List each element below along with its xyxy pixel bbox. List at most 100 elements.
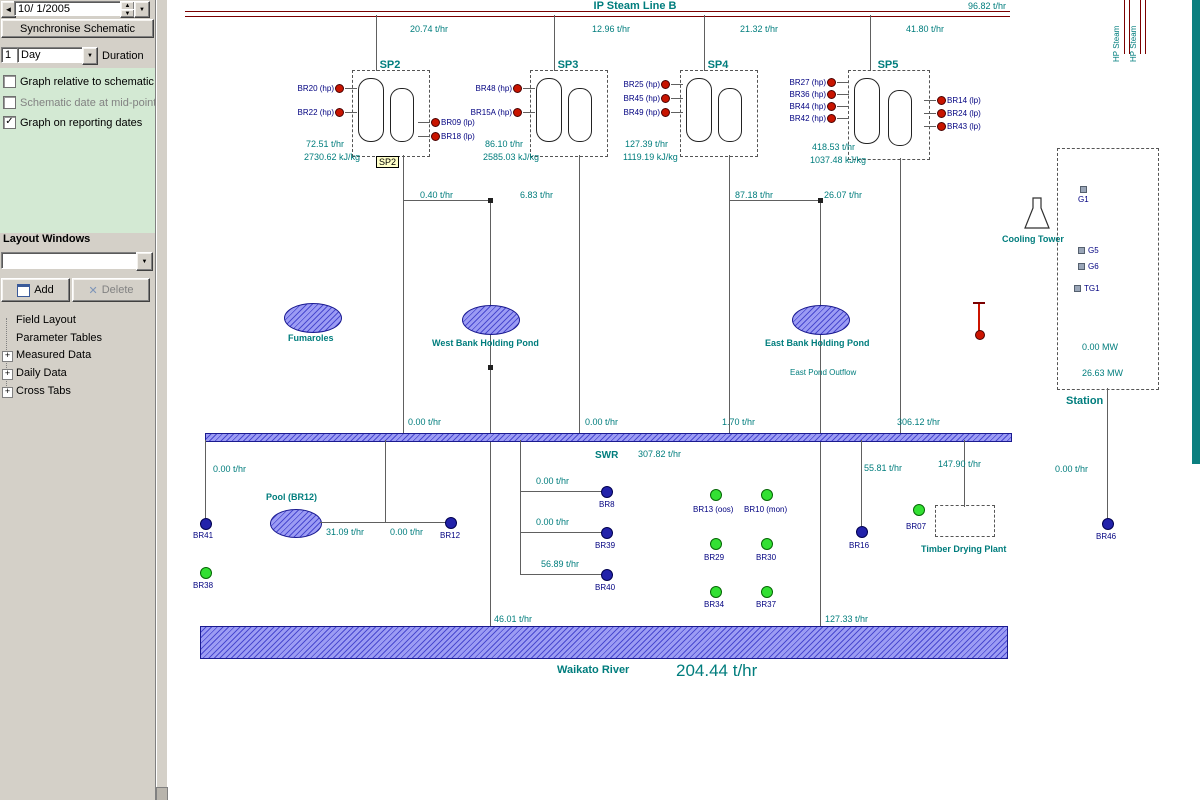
well-br39[interactable] xyxy=(601,527,613,539)
duration-unit-select[interactable]: Day xyxy=(17,47,89,63)
well-br37[interactable] xyxy=(761,586,773,598)
well-br30[interactable] xyxy=(761,538,773,550)
tree-item-cross-tabs[interactable]: Cross Tabs xyxy=(16,385,71,397)
bore-br44[interactable]: BR44 (hp) xyxy=(780,102,849,111)
west-pond[interactable] xyxy=(462,305,520,335)
synchronise-schematic-button[interactable]: Synchronise Schematic xyxy=(1,19,154,38)
tree-expand-measured-data[interactable]: + xyxy=(2,351,13,362)
tree-expand-cross-tabs[interactable]: + xyxy=(2,387,13,398)
tree-item-daily-data[interactable]: Daily Data xyxy=(16,367,67,379)
station-box[interactable] xyxy=(1057,148,1159,390)
date-spin-down[interactable]: ▼ xyxy=(120,9,135,18)
fumaroles-pond[interactable] xyxy=(284,303,342,333)
well-br29[interactable] xyxy=(710,538,722,550)
tree-item-measured-data[interactable]: Measured Data xyxy=(16,349,92,361)
bore-label: BR45 (hp) xyxy=(623,94,660,103)
bore-line xyxy=(837,82,849,83)
bore-dot-icon xyxy=(937,122,946,131)
bore-br36[interactable]: BR36 (hp) xyxy=(780,90,849,99)
separator-sp3[interactable] xyxy=(530,70,608,157)
separator-sp4[interactable] xyxy=(680,70,758,157)
thermometer-stem xyxy=(978,304,980,332)
panel-splitter[interactable] xyxy=(155,0,167,800)
generator-tg1[interactable]: TG1 xyxy=(1074,284,1100,293)
bore-label: BR44 (hp) xyxy=(789,102,826,111)
pipe-line xyxy=(729,155,730,434)
well-br8[interactable] xyxy=(601,486,613,498)
well-br41[interactable] xyxy=(200,518,212,530)
checkbox-graph-relative[interactable]: Graph relative to schematic xyxy=(3,75,154,88)
hp-steam-line-1 xyxy=(1124,0,1130,54)
generator-g1[interactable]: G1 xyxy=(1078,186,1089,204)
well-br16[interactable] xyxy=(856,526,868,538)
bore-br24[interactable]: BR24 (lp) xyxy=(924,109,981,118)
pipe-line xyxy=(964,440,965,507)
cooling-tower-icon[interactable] xyxy=(1022,196,1052,232)
bore-dot-icon xyxy=(431,132,440,141)
bore-br22[interactable]: BR22 (hp) xyxy=(288,108,357,117)
duration-unit-dropdown-button[interactable]: ▼ xyxy=(82,47,98,65)
flow-label: 0.00 t/hr xyxy=(408,417,442,427)
bore-br18[interactable]: BR18 (lp) xyxy=(418,132,475,141)
well-br07[interactable] xyxy=(913,504,925,516)
bore-line xyxy=(345,88,357,89)
flow-label: 87.18 t/hr xyxy=(735,190,774,200)
waikato-river-flow: 204.44 t/hr xyxy=(676,661,758,680)
delete-button[interactable]: ✕ Delete xyxy=(72,278,150,302)
separator-vessel xyxy=(358,78,384,142)
bore-br49[interactable]: BR49 (hp) xyxy=(614,108,683,117)
left-arrow-icon: ◄ xyxy=(4,5,13,14)
well-br13[interactable] xyxy=(710,489,722,501)
well-br46[interactable] xyxy=(1102,518,1114,530)
generator-g5[interactable]: G5 xyxy=(1078,246,1099,255)
well-br12[interactable] xyxy=(445,517,457,529)
checkbox-date-midpoint[interactable]: Schematic date at mid-point xyxy=(3,96,156,109)
pool-label: Pool (BR12) xyxy=(266,492,318,502)
west-pond-label: West Bank Holding Pond xyxy=(432,338,539,348)
generator-g6[interactable]: G6 xyxy=(1078,262,1099,271)
bore-br20[interactable]: BR20 (hp) xyxy=(288,84,357,93)
layout-windows-select[interactable] xyxy=(1,252,143,269)
swr-flow: 307.82 t/hr xyxy=(638,449,682,459)
pipe-line xyxy=(900,158,901,434)
date-field[interactable]: 10/ 1/2005 xyxy=(14,1,126,16)
bore-br45[interactable]: BR45 (hp) xyxy=(614,94,683,103)
bore-br42[interactable]: BR42 (hp) xyxy=(780,114,849,123)
bore-label: BR18 (lp) xyxy=(441,132,475,141)
bore-br09[interactable]: BR09 (lp) xyxy=(418,118,475,127)
well-br38[interactable] xyxy=(200,567,212,579)
tree-expand-daily-data[interactable]: + xyxy=(2,369,13,380)
tree-item-field-layout[interactable]: Field Layout xyxy=(16,314,76,326)
bore-br27[interactable]: BR27 (hp) xyxy=(780,78,849,87)
generator-label: G1 xyxy=(1078,195,1089,204)
separator-sp5[interactable] xyxy=(848,70,930,160)
date-dropdown-button[interactable]: ▼ xyxy=(134,1,150,18)
timber-drying-plant-label: Timber Drying Plant xyxy=(921,544,1007,554)
bore-label: BR42 (hp) xyxy=(789,114,826,123)
pool-br12[interactable] xyxy=(270,509,322,538)
well-br40[interactable] xyxy=(601,569,613,581)
east-pond[interactable] xyxy=(792,305,850,335)
checkbox-graph-reporting[interactable]: ✓ Graph on reporting dates xyxy=(3,116,142,129)
junction xyxy=(488,198,493,203)
tree-item-parameter-tables[interactable]: Parameter Tables xyxy=(16,332,103,344)
bore-br48[interactable]: BR48 (hp) xyxy=(462,84,535,93)
well-br34[interactable] xyxy=(710,586,722,598)
bore-br25[interactable]: BR25 (hp) xyxy=(614,80,683,89)
well-br10[interactable] xyxy=(761,489,773,501)
bore-br15a[interactable]: BR15A (hp) xyxy=(462,108,535,117)
sp4-flow: 127.39 t/hr xyxy=(625,139,669,149)
pipe-line xyxy=(403,200,490,201)
timber-drying-plant-box[interactable] xyxy=(935,505,995,537)
pipe-line xyxy=(520,440,521,575)
separator-vessel xyxy=(718,88,742,142)
layout-windows-dropdown-button[interactable]: ▼ xyxy=(136,252,153,271)
down-arrow-icon: ▼ xyxy=(124,10,131,17)
bore-br43[interactable]: BR43 (lp) xyxy=(924,122,981,131)
add-button[interactable]: Add xyxy=(1,278,70,302)
bore-label: BR14 (lp) xyxy=(947,96,981,105)
east-pond-outflow-label: East Pond Outflow xyxy=(790,368,857,377)
splitter-grip[interactable] xyxy=(156,787,168,800)
bore-br14[interactable]: BR14 (lp) xyxy=(924,96,981,105)
duration-value-input[interactable]: 1 xyxy=(1,47,21,63)
